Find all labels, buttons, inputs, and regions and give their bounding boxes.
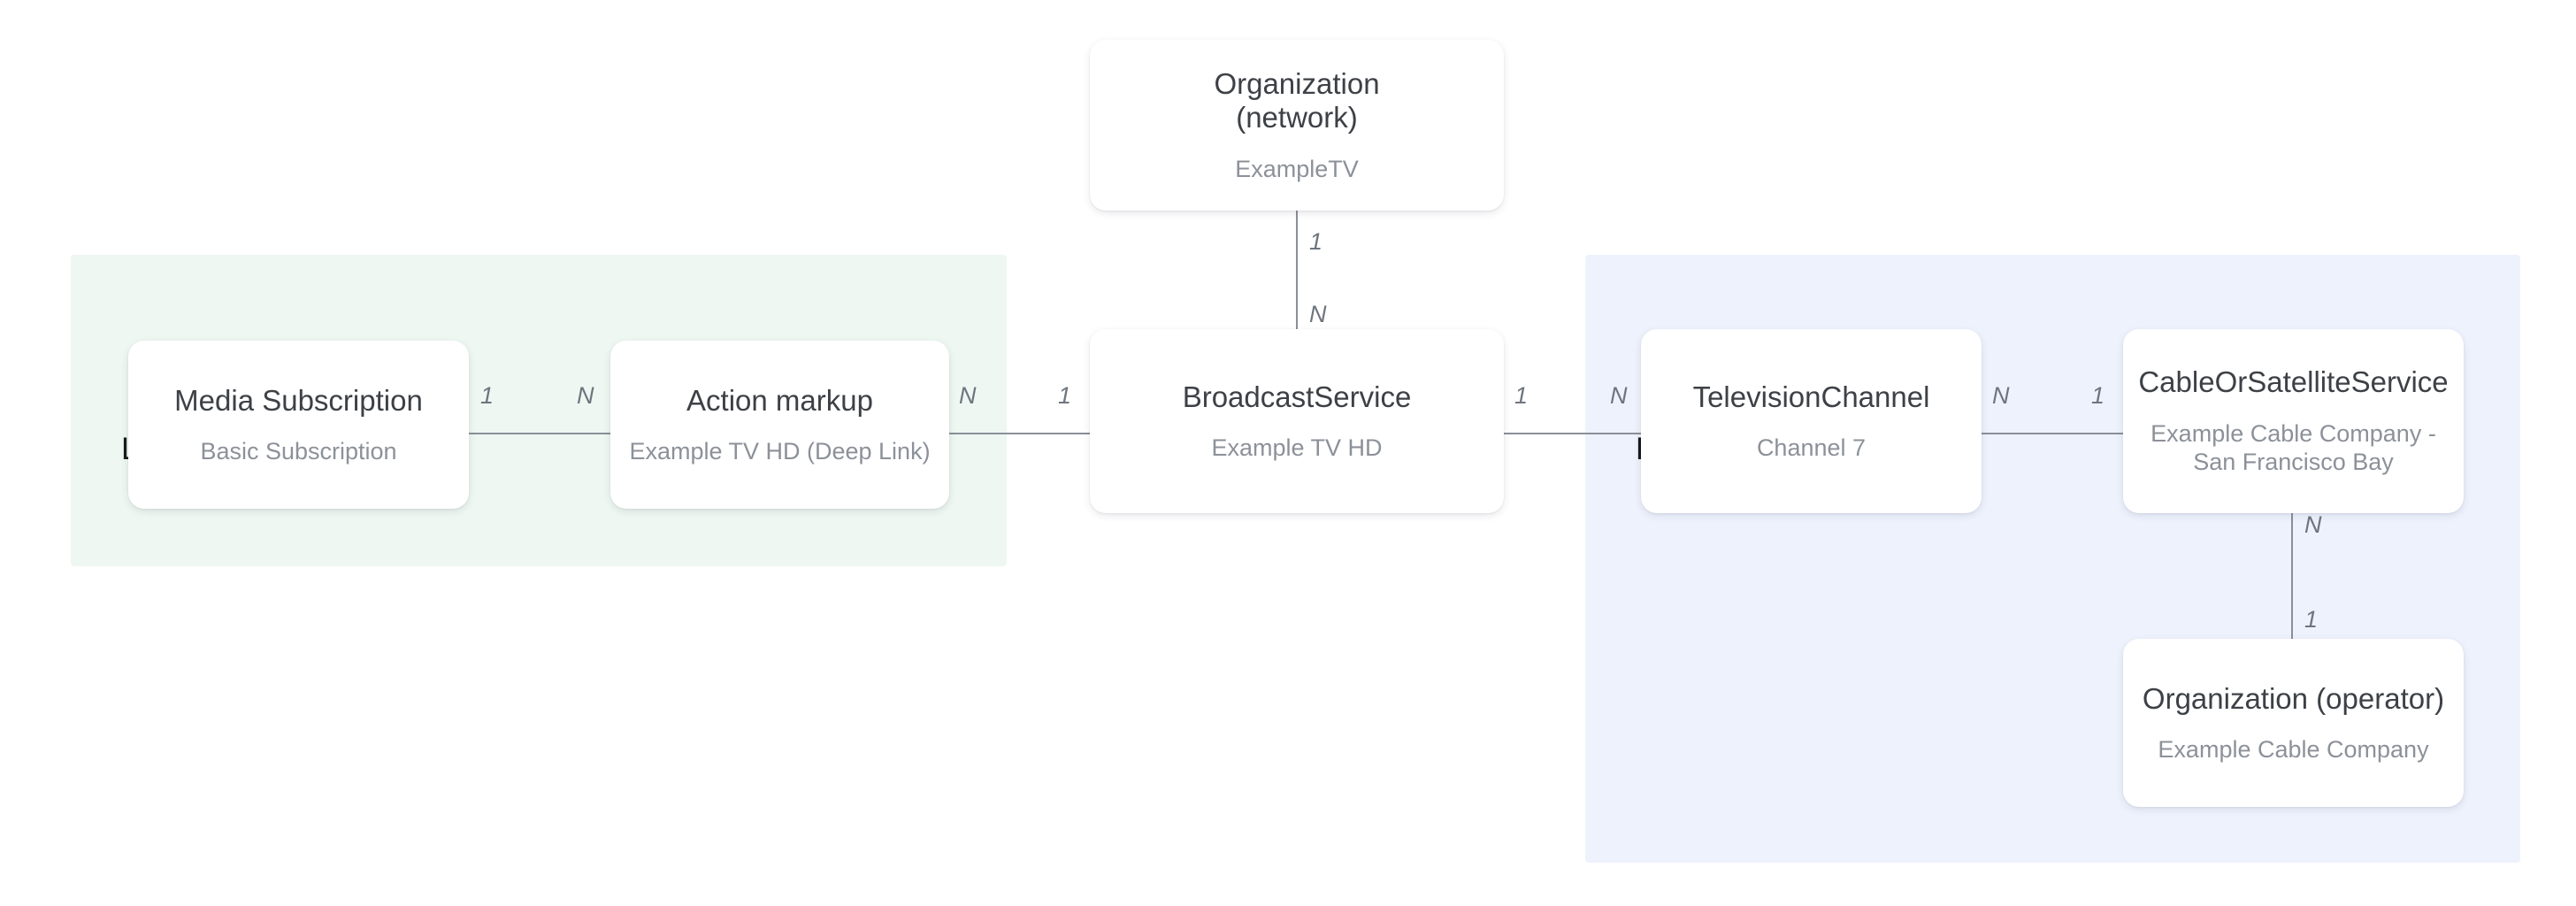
edge-org-network-to-broadcast-line	[1296, 211, 1298, 331]
edge-org-network-to-broadcast-label-from: 1	[1309, 228, 1323, 255]
node-organization-network[interactable]: Organization (network) ExampleTV	[1090, 40, 1504, 211]
node-cable-or-satellite-service-title: CableOrSatelliteService	[2138, 365, 2449, 399]
node-organization-operator-title: Organization (operator)	[2142, 681, 2445, 715]
edge-tv-channel-to-cable-service-label-from: N	[1992, 382, 2010, 409]
edge-org-network-to-broadcast-label-to: N	[1309, 301, 1327, 327]
node-organization-operator[interactable]: Organization (operator) Example Cable Co…	[2123, 639, 2464, 807]
edge-broadcast-to-tv-channel-label-from: 1	[1514, 382, 1529, 409]
node-organization-network-subtitle: ExampleTV	[1235, 155, 1359, 182]
edge-media-sub-to-action-markup-label-to: N	[577, 382, 594, 409]
node-organization-network-title: Organization (network)	[1214, 66, 1380, 134]
node-television-channel[interactable]: TelevisionChannel Channel 7	[1641, 329, 1982, 513]
edge-action-markup-to-broadcast-label-from: N	[959, 382, 977, 409]
edge-broadcast-to-tv-channel-line	[1502, 433, 1644, 434]
edge-cable-service-to-org-operator-label-from: N	[2304, 511, 2322, 538]
edge-cable-service-to-org-operator-line	[2291, 511, 2293, 641]
edge-media-sub-to-action-markup-line	[467, 433, 614, 434]
edge-cable-service-to-org-operator-label-to: 1	[2304, 606, 2319, 633]
node-media-subscription-subtitle: Basic Subscription	[200, 438, 397, 465]
node-organization-operator-subtitle: Example Cable Company	[2158, 736, 2429, 764]
edge-action-markup-to-broadcast-label-to: 1	[1058, 382, 1072, 409]
edge-tv-channel-to-cable-service-label-to: 1	[2091, 382, 2105, 409]
node-action-markup-title: Action markup	[686, 383, 873, 417]
node-broadcast-service[interactable]: BroadcastService Example TV HD	[1090, 329, 1504, 513]
edge-broadcast-to-tv-channel-label-to: N	[1610, 382, 1628, 409]
edge-action-markup-to-broadcast-line	[947, 433, 1093, 434]
node-cable-or-satellite-service-subtitle: Example Cable Company - San Francisco Ba…	[2150, 419, 2436, 476]
edge-tv-channel-to-cable-service-line	[1980, 433, 2127, 434]
node-broadcast-service-subtitle: Example TV HD	[1211, 434, 1383, 462]
node-action-markup[interactable]: Action markup Example TV HD (Deep Link)	[610, 341, 949, 509]
node-television-channel-subtitle: Channel 7	[1756, 434, 1867, 462]
node-cable-or-satellite-service[interactable]: CableOrSatelliteService Example Cable Co…	[2123, 329, 2464, 513]
edge-media-sub-to-action-markup-label-from: 1	[480, 382, 494, 409]
node-action-markup-subtitle: Example TV HD (Deep Link)	[629, 438, 931, 465]
node-media-subscription-title: Media Subscription	[174, 383, 423, 417]
node-media-subscription[interactable]: Media Subscription Basic Subscription	[128, 341, 469, 509]
node-broadcast-service-title: BroadcastService	[1182, 380, 1412, 413]
node-television-channel-title: TelevisionChannel	[1692, 380, 1930, 413]
